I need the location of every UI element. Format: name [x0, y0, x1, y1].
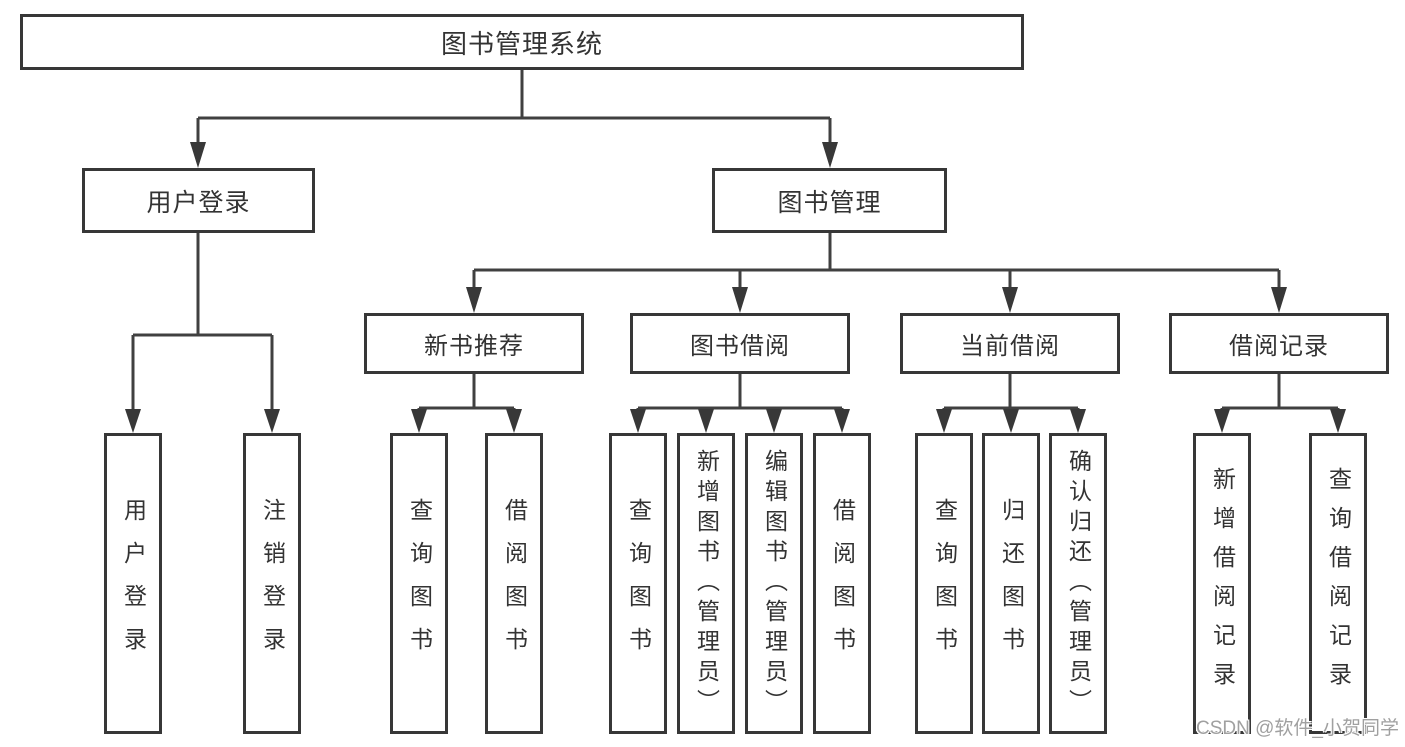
leaf-add-books-admin: 新增图书（管理员） — [677, 433, 735, 734]
node-current-borrowing: 当前借阅 — [900, 313, 1120, 374]
node-label: 图书管理 — [777, 188, 882, 217]
node-label: 查询图书 — [931, 497, 958, 670]
node-borrowing-records: 借阅记录 — [1169, 313, 1389, 374]
node-book-management: 图书管理 — [712, 168, 947, 233]
node-label: 用户登录 — [120, 497, 147, 670]
arrowheads — [125, 142, 1346, 433]
node-new-book-recommendation: 新书推荐 — [364, 313, 584, 374]
leaf-borrow-books: 借阅图书 — [813, 433, 871, 734]
node-label: 查询图书 — [625, 497, 652, 670]
node-library-management-system: 图书管理系统 — [20, 14, 1024, 70]
node-label: 查询图书 — [406, 497, 433, 670]
watermark: CSDN @软件_小贺同学 — [1196, 718, 1399, 739]
node-label: 查询借阅记录 — [1325, 466, 1352, 701]
leaf-query-borrow-record: 查询借阅记录 — [1309, 433, 1367, 734]
node-book-borrowing: 图书借阅 — [630, 313, 850, 374]
node-label: 图书管理系统 — [440, 28, 603, 59]
node-label: 借阅图书 — [829, 497, 856, 670]
leaf-confirm-return-admin: 确认归还（管理员） — [1049, 433, 1107, 734]
leaf-edit-books-admin: 编辑图书（管理员） — [745, 433, 803, 734]
leaf-query-books-borrowing: 查询图书 — [609, 433, 667, 734]
node-user-login: 用户登录 — [82, 168, 315, 233]
node-label: 借阅图书 — [501, 497, 528, 670]
node-label: 新书推荐 — [424, 333, 524, 360]
leaf-borrow-books-recommend: 借阅图书 — [485, 433, 543, 734]
node-label: 编辑图书（管理员） — [761, 448, 788, 719]
node-label: 新增图书（管理员） — [693, 448, 720, 719]
node-label: 借阅记录 — [1229, 333, 1329, 360]
leaf-query-books-current: 查询图书 — [915, 433, 973, 734]
node-label: 新增借阅记录 — [1209, 466, 1236, 701]
leaf-logout: 注销登录 — [243, 433, 301, 734]
node-label: 注销登录 — [259, 497, 286, 670]
leaf-user-login: 用户登录 — [104, 433, 162, 734]
leaf-query-books-recommend: 查询图书 — [390, 433, 448, 734]
node-label: 归还图书 — [998, 497, 1025, 670]
leaf-return-books: 归还图书 — [982, 433, 1040, 734]
node-label: 确认归还（管理员） — [1065, 448, 1092, 719]
leaf-add-borrow-record: 新增借阅记录 — [1193, 433, 1251, 734]
node-label: 图书借阅 — [690, 333, 790, 360]
node-label: 当前借阅 — [960, 333, 1060, 360]
node-label: 用户登录 — [146, 188, 251, 217]
